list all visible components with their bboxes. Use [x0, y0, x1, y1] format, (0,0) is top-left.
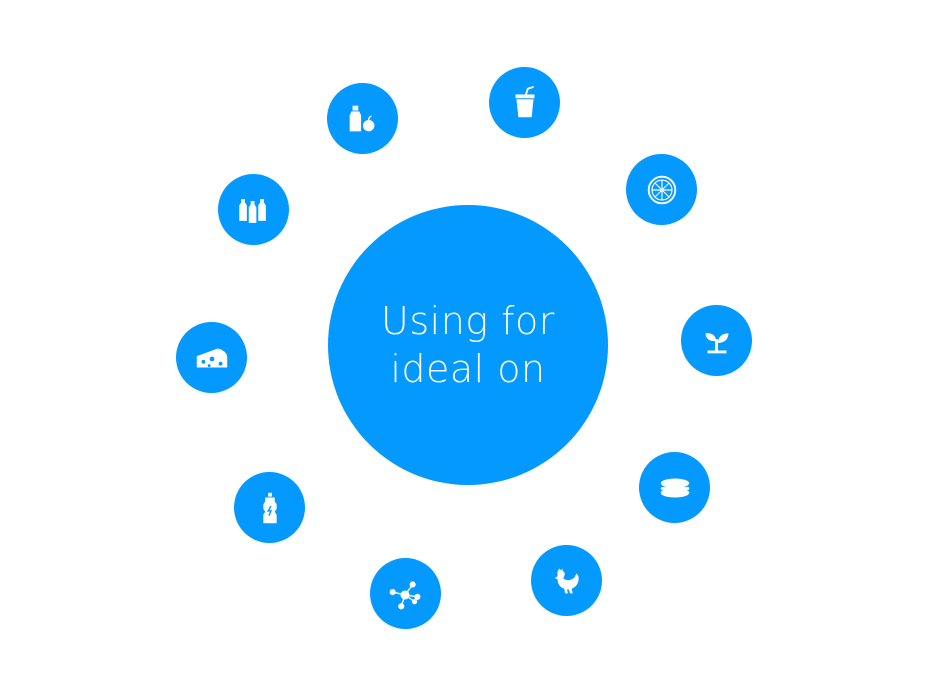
node-sports-bottle — [234, 472, 305, 543]
rooster-icon — [554, 568, 579, 593]
cheese-icon — [196, 348, 227, 367]
bottle-apple-icon — [349, 105, 374, 131]
macaron-icon — [660, 478, 689, 497]
node-citrus-slice — [626, 154, 697, 225]
sports-bottle-icon — [262, 492, 277, 523]
node-bottle-apple — [327, 83, 398, 154]
node-drink-cup — [489, 67, 560, 138]
drink-cup-icon — [515, 85, 534, 117]
node-cheese — [176, 322, 247, 393]
node-macaron — [639, 452, 710, 523]
molecule-icon — [389, 580, 420, 609]
node-molecule — [370, 558, 441, 629]
citrus-slice-icon — [647, 175, 676, 204]
node-milk-bottles — [218, 174, 289, 245]
hub-line-1: Using for — [381, 299, 555, 343]
node-rooster — [531, 545, 602, 616]
hub-line-2: ideal on — [390, 347, 546, 391]
node-sprout — [681, 305, 752, 376]
center-circle: Using for ideal on — [328, 205, 608, 485]
milk-bottles-icon — [237, 197, 267, 224]
sprout-icon — [705, 332, 728, 353]
